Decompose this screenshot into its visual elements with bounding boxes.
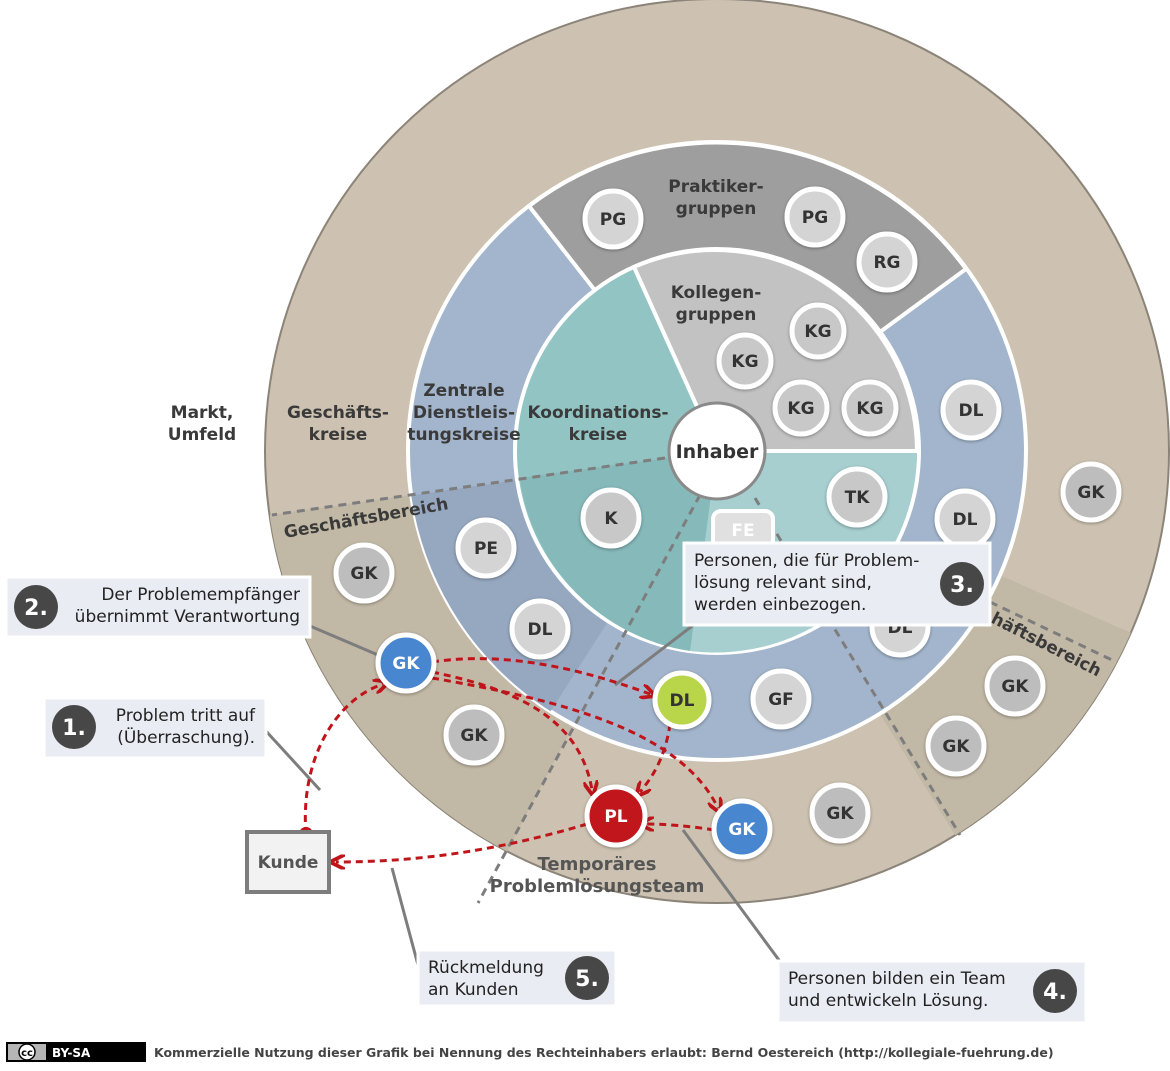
label-koordination: Koordinations-kreise (527, 403, 668, 445)
arrow-gk-to-gk2 (431, 676, 718, 808)
node-gk3[interactable] (443, 704, 505, 766)
node-fe-label: FE (731, 521, 754, 541)
node-kg3[interactable] (772, 379, 830, 437)
license-text: BY-SA (52, 1046, 91, 1060)
label-geschaeftskreise: Geschäfts-kreise (287, 403, 389, 445)
node-gk4-label: GK (1001, 677, 1029, 697)
arrow-gk2-to-pl (645, 824, 715, 830)
connector-5 (390, 867, 420, 966)
node-gk-blue2-label: GK (728, 820, 756, 840)
node-dl1-label: DL (959, 401, 984, 421)
node-dl5-label: DL (670, 691, 695, 711)
node-pg1[interactable] (582, 188, 644, 250)
node-kg3-label: KG (787, 399, 814, 419)
connector-3 (614, 618, 701, 687)
customer-box (245, 830, 331, 894)
node-pg2[interactable] (784, 186, 846, 248)
callout-3-number: 3. (950, 573, 974, 598)
node-dl5[interactable] (652, 670, 712, 730)
owner-circle (667, 401, 767, 501)
node-kg4[interactable] (841, 379, 899, 437)
node-gf[interactable] (750, 668, 812, 730)
node-rg[interactable] (856, 231, 918, 293)
node-tk[interactable] (826, 466, 888, 528)
callout-4 (776, 959, 1088, 1025)
node-pe[interactable] (455, 517, 517, 579)
arrow-gk-to-dl (431, 657, 650, 694)
node-gk4[interactable] (984, 655, 1046, 717)
callout-4-badge (1033, 969, 1077, 1013)
node-gf-label: GF (768, 690, 794, 710)
boundary-line (476, 494, 702, 904)
node-dl3[interactable] (509, 598, 571, 660)
node-dl2-label: DL (953, 510, 978, 530)
connector-2 (309, 624, 379, 657)
node-dl1[interactable] (940, 379, 1002, 441)
node-pg2-label: PG (802, 208, 828, 228)
footer-text: Kommerzielle Nutzung dieser Grafik bei N… (154, 1045, 1054, 1060)
callout-1-badge (52, 705, 96, 749)
node-kg2[interactable] (716, 332, 774, 390)
node-gk6-label: GK (826, 804, 854, 824)
node-pg1-label: PG (600, 210, 626, 230)
callout-3 (682, 541, 992, 627)
node-pl[interactable] (584, 784, 648, 848)
node-gk5[interactable] (925, 715, 987, 777)
node-gk-blue1-label: GK (392, 654, 420, 674)
label-kollegen: Kollegen-gruppen (671, 283, 762, 325)
node-gk1[interactable] (333, 542, 395, 604)
node-pl-label: PL (604, 807, 627, 827)
callout-2-badge (14, 585, 58, 629)
callout-2-number: 2. (24, 596, 48, 621)
node-rg-label: RG (873, 253, 900, 273)
node-gk5-label: GK (942, 737, 970, 757)
boundary-line (271, 456, 666, 517)
coordination-sector-dark (520, 451, 717, 651)
node-gk1-label: GK (350, 564, 378, 584)
node-kg1[interactable] (789, 302, 847, 360)
footer: cc BY-SA Kommerzielle Nutzung dieser Gra… (6, 1042, 1054, 1062)
arrow-kunde-to-gk (303, 684, 383, 835)
callout-4-number: 4. (1043, 980, 1067, 1005)
node-kg4-label: KG (856, 399, 883, 419)
node-tk-label: TK (845, 488, 871, 508)
node-gk2[interactable] (1060, 461, 1122, 523)
node-pe-label: PE (474, 539, 498, 559)
callout-3-text: Personen, die für Problem-lösung relevan… (694, 551, 919, 615)
node-k-label: K (604, 509, 618, 529)
callout-3-badge (940, 562, 984, 606)
node-kg1-label: KG (804, 322, 831, 342)
owner-label: Inhaber (676, 441, 759, 463)
callout-1-number: 1. (62, 716, 86, 741)
node-gk6[interactable] (809, 782, 871, 844)
node-gk-blue1[interactable] (375, 632, 437, 694)
boundary-line (753, 497, 962, 836)
connector-4 (681, 829, 792, 976)
node-kg2-label: KG (731, 352, 758, 372)
callout-1-text: Problem tritt auf(Überraschung). (116, 706, 256, 748)
label-praktiker: Praktiker-gruppen (668, 177, 763, 219)
cc-logo-text: cc (21, 1048, 33, 1059)
node-gk-blue2[interactable] (711, 798, 773, 860)
node-gk3-label: GK (460, 726, 488, 746)
callout-5-number: 5. (575, 967, 599, 992)
connector-1 (263, 728, 322, 792)
callout-5-badge (565, 956, 609, 1000)
node-dl3-label: DL (528, 620, 553, 640)
label-markt: Markt,Umfeld (168, 403, 236, 445)
customer-label: Kunde (258, 853, 319, 873)
node-gk2-label: GK (1077, 483, 1105, 503)
boundary-line (989, 600, 1113, 662)
node-k[interactable] (580, 487, 642, 549)
